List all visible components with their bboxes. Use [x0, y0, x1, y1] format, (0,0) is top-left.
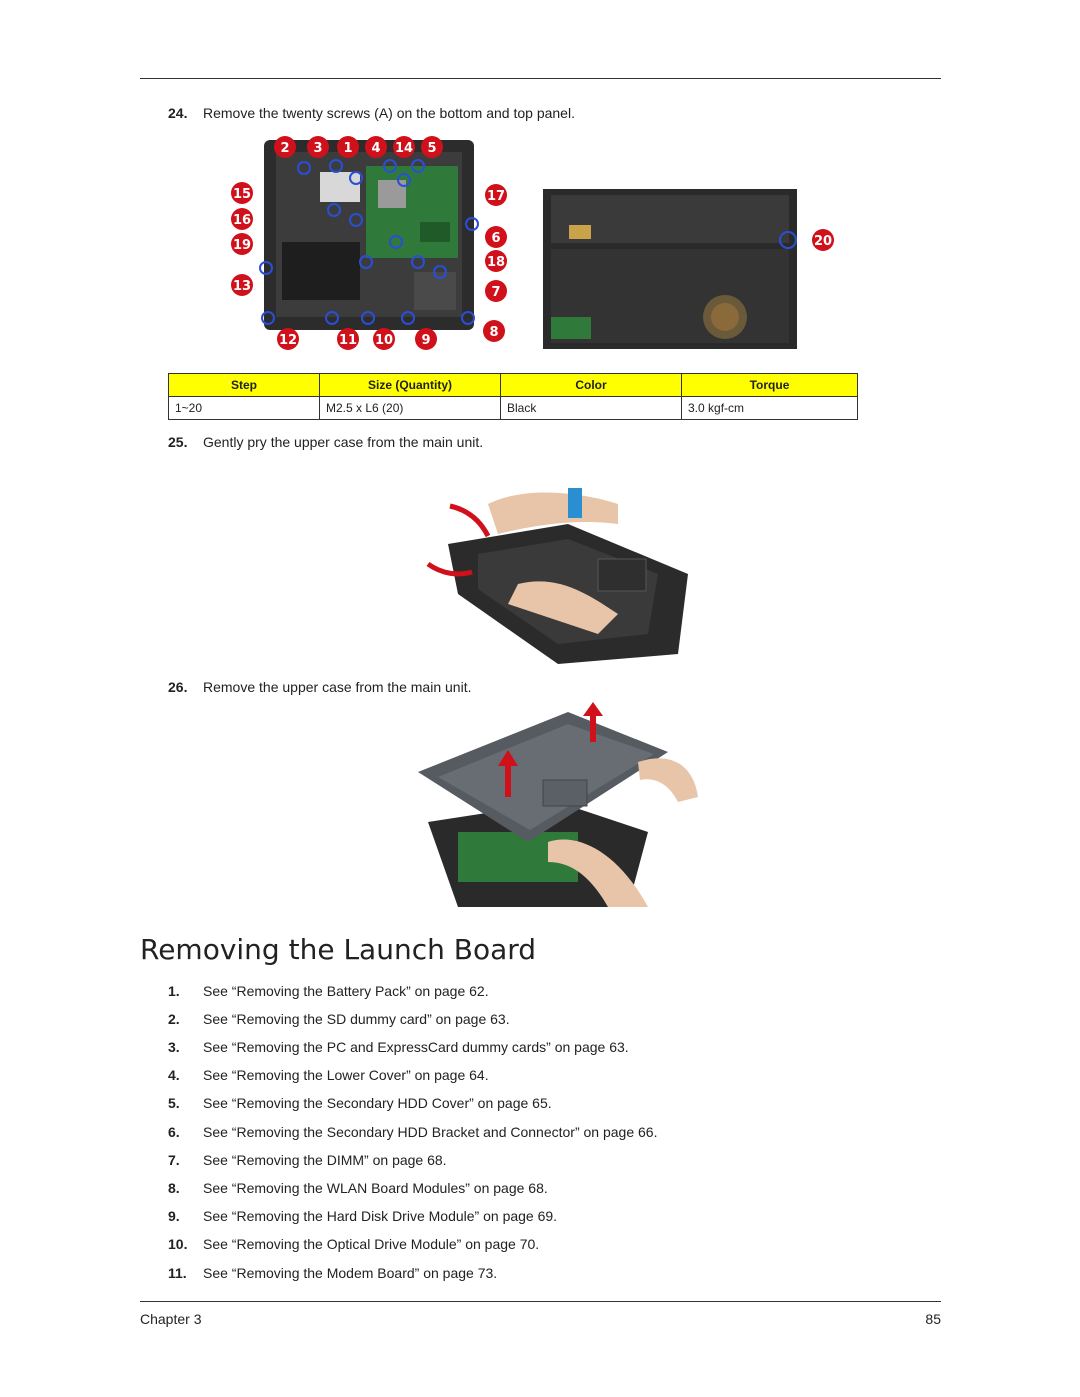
- callout-label: 9: [421, 333, 430, 348]
- footer-chapter: Chapter 3: [140, 1311, 202, 1327]
- callout-label: 16: [233, 213, 251, 228]
- step-text: See “Removing the Hard Disk Drive Module…: [203, 1208, 558, 1224]
- table-cell: 3.0 kgf-cm: [681, 396, 858, 420]
- list-item: 1. See “Removing the Battery Pack” on pa…: [168, 983, 489, 999]
- callout-label: 18: [487, 255, 505, 270]
- step-number: 25.: [168, 434, 188, 450]
- callout-label: 1: [343, 141, 352, 156]
- table-cell: 1~20: [168, 396, 320, 420]
- step-text: See “Removing the Battery Pack” on page …: [203, 983, 489, 999]
- callout-label: 20: [814, 234, 832, 249]
- step-text: See “Removing the Modem Board” on page 7…: [203, 1265, 498, 1281]
- step-text: See “Removing the DIMM” on page 68.: [203, 1152, 447, 1168]
- footer-rule: [140, 1301, 941, 1302]
- table-cell: Black: [500, 396, 682, 420]
- pry-upper-case-photo: [418, 464, 700, 666]
- step-text: See “Removing the Optical Drive Module” …: [203, 1236, 540, 1252]
- callout-label: 13: [233, 279, 251, 294]
- step-25: 25. Gently pry the upper case from the m…: [168, 434, 483, 450]
- step-text: See “Removing the WLAN Board Modules” on…: [203, 1180, 548, 1196]
- step-text: Gently pry the upper case from the main …: [203, 434, 484, 450]
- column-header: Size (Quantity): [319, 373, 501, 397]
- column-header: Step: [168, 373, 320, 397]
- callout-label: 2: [280, 141, 289, 156]
- callout-label: 15: [233, 187, 251, 202]
- list-item: 4. See “Removing the Lower Cover” on pag…: [168, 1067, 489, 1083]
- callout-label: 17: [487, 189, 505, 204]
- step-number: 1.: [168, 983, 180, 999]
- step-text: Remove the twenty screws (A) on the bott…: [203, 105, 575, 121]
- step-number: 2.: [168, 1011, 180, 1027]
- step-number: 11.: [168, 1265, 187, 1281]
- step-number: 3.: [168, 1039, 180, 1055]
- header-rule: [140, 78, 941, 79]
- callout-label: 4: [371, 141, 380, 156]
- step-number: 4.: [168, 1067, 180, 1083]
- list-item: 8. See “Removing the WLAN Board Modules”…: [168, 1180, 548, 1196]
- list-item: 3. See “Removing the PC and ExpressCard …: [168, 1039, 629, 1055]
- top-panel-figure: 20: [543, 189, 834, 349]
- step-number: 8.: [168, 1180, 180, 1196]
- callout-label: 12: [279, 333, 297, 348]
- list-item: 9. See “Removing the Hard Disk Drive Mod…: [168, 1208, 557, 1224]
- step-number: 10.: [168, 1236, 188, 1252]
- callout-label: 19: [233, 238, 251, 253]
- list-item: 5. See “Removing the Secondary HDD Cover…: [168, 1095, 552, 1111]
- callout-label: 6: [491, 231, 500, 246]
- section-title: Removing the Launch Board: [140, 933, 537, 966]
- footer-page-number: 85: [925, 1311, 941, 1327]
- step-26: 26. Remove the upper case from the main …: [168, 679, 471, 695]
- callout-label: 7: [491, 285, 500, 300]
- step-text: See “Removing the Lower Cover” on page 6…: [203, 1067, 489, 1083]
- table-cell: M2.5 x L6 (20): [319, 396, 501, 420]
- callout-label: 3: [313, 141, 322, 156]
- list-item: 7. See “Removing the DIMM” on page 68.: [168, 1152, 447, 1168]
- step-number: 26.: [168, 679, 188, 695]
- step-number: 6.: [168, 1124, 180, 1140]
- step-text: See “Removing the Secondary HDD Bracket …: [203, 1124, 658, 1140]
- remove-upper-case-photo: [418, 702, 700, 912]
- step-number: 5.: [168, 1095, 180, 1111]
- step-24: 24. Remove the twenty screws (A) on the …: [168, 105, 575, 121]
- step-text: See “Removing the PC and ExpressCard dum…: [203, 1039, 629, 1055]
- callout-label: 8: [489, 325, 498, 340]
- list-item: 2. See “Removing the SD dummy card” on p…: [168, 1011, 510, 1027]
- column-header: Color: [500, 373, 682, 397]
- list-item: 6. See “Removing the Secondary HDD Brack…: [168, 1124, 657, 1140]
- bottom-panel-figure: 2 3 1 4 14 5 15 17 16 6 19 18 13 7 12 11…: [231, 136, 507, 350]
- list-item: 11. See “Removing the Modem Board” on pa…: [168, 1265, 497, 1281]
- step-text: See “Removing the Secondary HDD Cover” o…: [203, 1095, 552, 1111]
- callout-label: 10: [375, 333, 393, 348]
- step-text: Remove the upper case from the main unit…: [203, 679, 472, 695]
- step-text: See “Removing the SD dummy card” on page…: [203, 1011, 510, 1027]
- step-number: 9.: [168, 1208, 180, 1224]
- callout-label: 11: [339, 333, 357, 348]
- step-number: 24.: [168, 105, 188, 121]
- list-item: 10. See “Removing the Optical Drive Modu…: [168, 1236, 539, 1252]
- table-header-row: Step Size (Quantity) Color Torque: [168, 373, 858, 397]
- callout-label: 5: [427, 141, 436, 156]
- column-header: Torque: [681, 373, 858, 397]
- table-row: 1~20 M2.5 x L6 (20) Black 3.0 kgf-cm: [168, 396, 858, 420]
- screw-spec-table: Step Size (Quantity) Color Torque 1~20 M…: [168, 373, 858, 420]
- step-number: 7.: [168, 1152, 180, 1168]
- callout-label: 14: [395, 141, 413, 156]
